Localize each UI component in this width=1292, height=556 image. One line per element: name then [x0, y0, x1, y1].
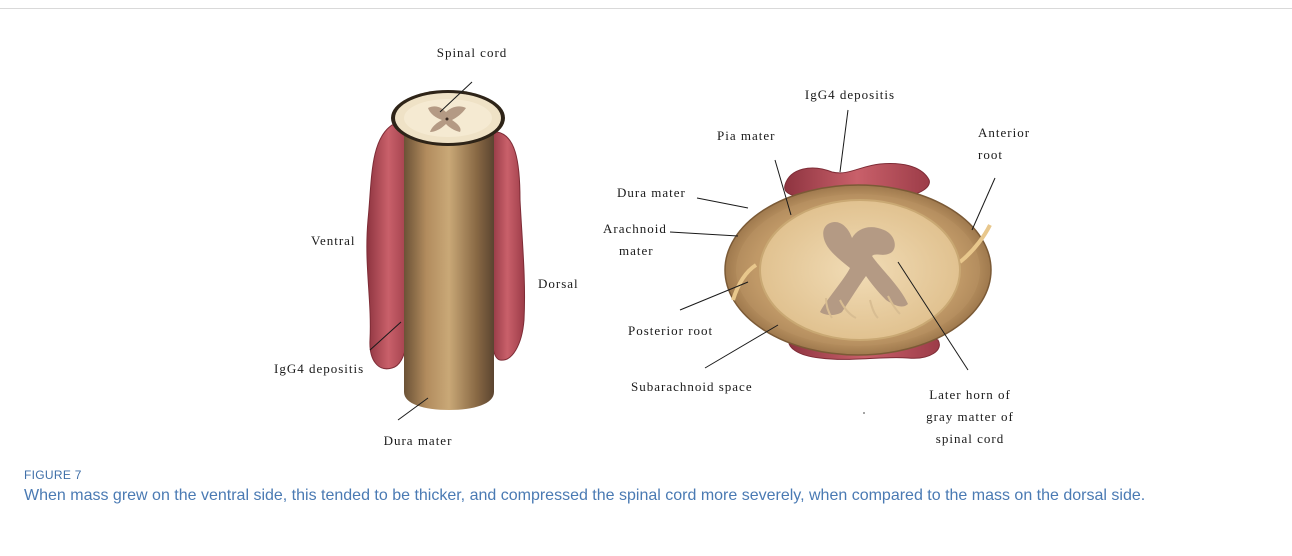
label-posterior-root: Posterior root: [628, 320, 713, 342]
left-illustration: [367, 90, 525, 410]
label-dorsal: Dorsal: [538, 273, 579, 295]
label-later-horn-2: gray matter of: [926, 406, 1014, 428]
figure-number: FIGURE 7: [24, 468, 82, 482]
figure-illustration: Spinal cord Ventral Dorsal IgG4 depositi…: [0, 0, 1292, 470]
label-igg4-right: IgG4 depositis: [805, 84, 895, 106]
label-dura-right: Dura mater: [617, 182, 686, 204]
label-spinal-cord: Spinal cord: [437, 42, 508, 64]
label-subarachnoid: Subarachnoid space: [631, 376, 753, 398]
label-later-horn-1: Later horn of: [929, 384, 1011, 406]
label-ventral: Ventral: [311, 230, 356, 252]
label-igg4-left: IgG4 depositis: [274, 358, 364, 380]
label-anterior: Anterior: [978, 122, 1030, 144]
label-pia-mater: Pia mater: [717, 125, 775, 147]
label-arachnoid-mater: mater: [619, 240, 654, 262]
figure-caption: When mass grew on the ventral side, this…: [24, 485, 1274, 506]
dura-cylinder: [404, 128, 494, 410]
ventral-mass: [367, 124, 410, 368]
label-later-horn-3: spinal cord: [936, 428, 1004, 450]
label-root: root: [978, 144, 1003, 166]
right-illustration: [725, 164, 991, 360]
label-dura-left: Dura mater: [384, 430, 453, 452]
label-arachnoid: Arachnoid: [603, 218, 667, 240]
dorsal-mass: [490, 132, 525, 360]
